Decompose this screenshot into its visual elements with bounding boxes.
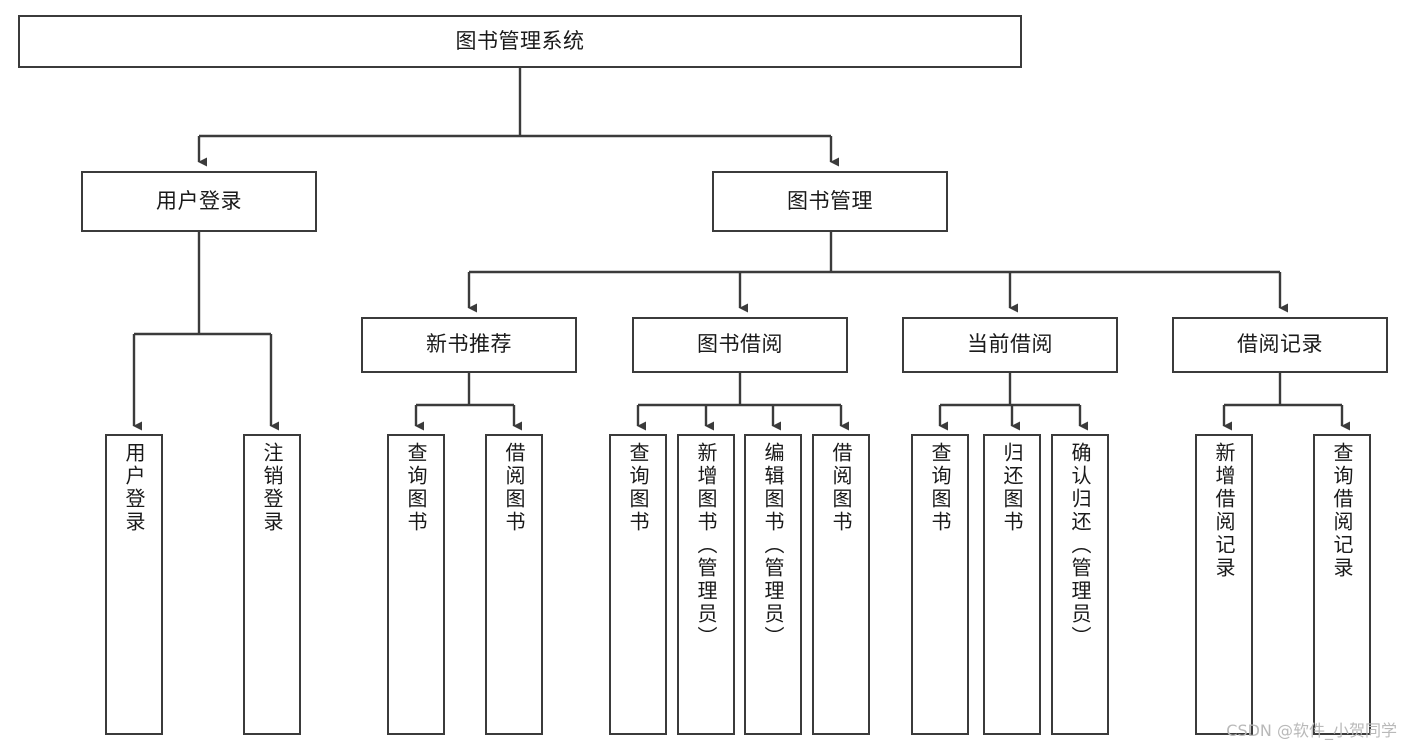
node-label: 新书推荐 bbox=[426, 332, 512, 357]
node-label: 编辑图书（管理员） bbox=[761, 442, 785, 649]
leaf-return-books[interactable]: 归还图书 bbox=[983, 434, 1041, 735]
node-book-borrow[interactable]: 图书借阅 bbox=[632, 317, 848, 373]
node-label: 查询图书 bbox=[928, 442, 952, 534]
leaf-query-books-current[interactable]: 查询图书 bbox=[911, 434, 969, 735]
edge-group-borrow-books bbox=[636, 373, 849, 431]
edge-group-root bbox=[197, 68, 839, 167]
node-label: 查询图书 bbox=[626, 442, 650, 534]
leaf-confirm-return-admin[interactable]: 确认归还（管理员） bbox=[1051, 434, 1109, 735]
node-new-book-recommend[interactable]: 新书推荐 bbox=[361, 317, 577, 373]
node-root-system[interactable]: 图书管理系统 bbox=[18, 15, 1022, 68]
leaf-borrow-books[interactable]: 借阅图书 bbox=[812, 434, 870, 735]
node-label: 新增图书（管理员） bbox=[694, 442, 718, 649]
edge-group-new-books bbox=[414, 373, 522, 431]
node-label: 用户登录 bbox=[156, 188, 242, 213]
leaf-add-book-admin[interactable]: 新增图书（管理员） bbox=[677, 434, 735, 735]
node-label: 当前借阅 bbox=[967, 332, 1053, 357]
leaf-query-books-borrow[interactable]: 查询图书 bbox=[609, 434, 667, 735]
node-label: 查询借阅记录 bbox=[1330, 442, 1354, 580]
leaf-add-borrow-record[interactable]: 新增借阅记录 bbox=[1195, 434, 1253, 735]
edge-group-book-mgmt bbox=[467, 232, 1288, 313]
node-label: 查询图书 bbox=[404, 442, 428, 534]
edge-group-current-borrow bbox=[938, 373, 1088, 431]
leaf-logout[interactable]: 注销登录 bbox=[243, 434, 301, 735]
node-label: 图书管理系统 bbox=[455, 28, 585, 53]
node-label: 图书管理 bbox=[787, 188, 873, 213]
leaf-query-books-recommend[interactable]: 查询图书 bbox=[387, 434, 445, 735]
node-current-borrow[interactable]: 当前借阅 bbox=[902, 317, 1118, 373]
node-label: 借阅图书 bbox=[502, 442, 526, 534]
node-label: 归还图书 bbox=[1000, 442, 1024, 534]
edge-group-user-login bbox=[132, 232, 279, 431]
watermark-text: CSDN @软件_小贺同学 bbox=[1226, 721, 1397, 740]
node-borrow-records[interactable]: 借阅记录 bbox=[1172, 317, 1388, 373]
node-book-management[interactable]: 图书管理 bbox=[712, 171, 948, 232]
node-label: 确认归还（管理员） bbox=[1068, 442, 1092, 649]
node-label: 新增借阅记录 bbox=[1212, 442, 1236, 580]
leaf-query-borrow-record[interactable]: 查询借阅记录 bbox=[1313, 434, 1371, 735]
node-label: 用户登录 bbox=[122, 442, 146, 534]
edge-group-borrow-records bbox=[1222, 373, 1350, 431]
leaf-user-login[interactable]: 用户登录 bbox=[105, 434, 163, 735]
node-label: 注销登录 bbox=[260, 442, 284, 534]
node-user-login[interactable]: 用户登录 bbox=[81, 171, 317, 232]
node-label: 借阅记录 bbox=[1237, 332, 1323, 357]
node-label: 借阅图书 bbox=[829, 442, 853, 534]
node-label: 图书借阅 bbox=[697, 332, 783, 357]
leaf-borrow-books-recommend[interactable]: 借阅图书 bbox=[485, 434, 543, 735]
leaf-edit-book-admin[interactable]: 编辑图书（管理员） bbox=[744, 434, 802, 735]
